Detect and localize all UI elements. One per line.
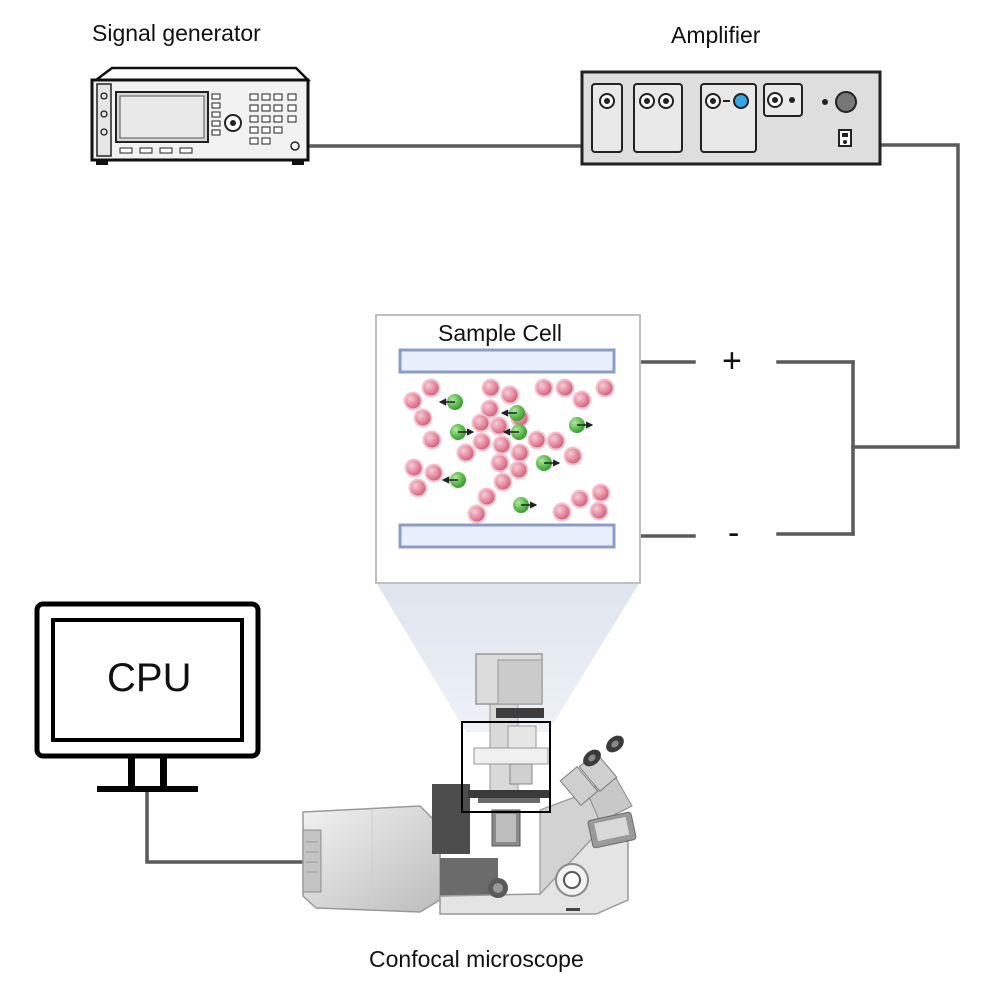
pink-particle bbox=[591, 483, 611, 503]
pink-particle bbox=[492, 435, 512, 455]
amplifier-label: Amplifier bbox=[671, 22, 761, 48]
top-electrode bbox=[398, 348, 616, 374]
pink-particle bbox=[471, 413, 491, 433]
pink-particle bbox=[555, 378, 575, 398]
pink-particle bbox=[552, 502, 572, 522]
pink-particle bbox=[546, 431, 566, 451]
pink-particle bbox=[595, 378, 615, 398]
focus-region-box bbox=[461, 721, 551, 813]
pink-particle bbox=[467, 504, 487, 524]
pink-particle bbox=[572, 390, 592, 410]
pink-particle bbox=[413, 408, 433, 428]
pink-particle bbox=[527, 430, 547, 450]
pink-particle bbox=[408, 478, 428, 498]
pink-particle bbox=[493, 472, 513, 492]
monitor-icon bbox=[34, 601, 261, 792]
pink-particle bbox=[509, 460, 529, 480]
pink-particle bbox=[589, 501, 609, 521]
pink-particle bbox=[534, 378, 554, 398]
pink-particle bbox=[510, 443, 530, 463]
pink-particle bbox=[477, 487, 497, 507]
pink-particle bbox=[480, 399, 500, 419]
pink-particle bbox=[403, 391, 423, 411]
particles bbox=[403, 378, 615, 524]
signal-generator-label: Signal generator bbox=[92, 20, 261, 46]
minus-terminal-label: - bbox=[728, 514, 740, 552]
wire-amplifier-output bbox=[851, 143, 960, 449]
pink-particle bbox=[456, 443, 476, 463]
pink-particle bbox=[421, 378, 441, 398]
pink-particle bbox=[424, 463, 444, 483]
pink-particle bbox=[563, 446, 583, 466]
amplifier-icon bbox=[580, 70, 882, 166]
cpu-label: CPU bbox=[107, 656, 192, 700]
pink-particle bbox=[404, 458, 424, 478]
pink-particle bbox=[500, 385, 520, 405]
pink-particle bbox=[472, 432, 492, 452]
sample-cell-label: Sample Cell bbox=[438, 320, 562, 346]
signal-generator-icon bbox=[90, 66, 312, 165]
confocal-microscope-label: Confocal microscope bbox=[369, 946, 584, 972]
confocal-microscope-icon bbox=[302, 653, 637, 915]
pink-particle bbox=[570, 489, 590, 509]
wire-monitor-to-microscope bbox=[145, 788, 307, 864]
pink-particle bbox=[490, 453, 510, 473]
sample-cell bbox=[375, 314, 641, 584]
plus-terminal-label: + bbox=[722, 342, 742, 380]
pink-particle bbox=[422, 430, 442, 450]
bottom-electrode bbox=[398, 523, 616, 549]
pink-particle bbox=[481, 378, 501, 398]
